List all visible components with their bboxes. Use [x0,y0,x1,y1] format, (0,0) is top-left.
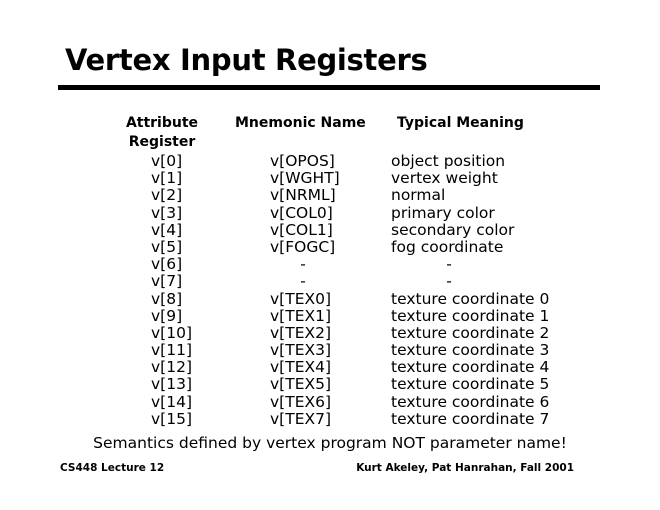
meaning-cell: texture coordinate 3 [391,341,550,360]
mnemonic-cell: v[OPOS] [270,152,335,170]
mnemonic-cell: v[TEX5] [270,375,332,394]
column-header-attribute-line1: Attribute [125,115,199,131]
table-row: v[7] - - [0,273,660,290]
column-header-mnemonic-name: Mnemonic Name [235,115,366,131]
meaning-cell: texture coordinate 4 [391,358,550,377]
meaning-cell: texture coordinate 5 [391,375,550,394]
mnemonic-cell: v[TEX0] [270,289,332,308]
mnemonic-cell: v[TEX2] [270,323,332,342]
mnemonic-cell: - [300,272,306,291]
slide-title: Vertex Input Registers [65,43,428,77]
mnemonic-cell: v[COL0] [270,203,333,222]
meaning-cell: texture coordinate 2 [391,323,550,342]
mnemonic-cell: v[COL1] [270,220,333,239]
table-row: v[11] v[TEX3] texture coordinate 3 [0,341,660,360]
register-cell: v[9] [151,306,183,325]
register-cell: v[0] [151,152,183,170]
table-row: v[10] v[TEX2] texture coordinate 2 [0,323,660,342]
meaning-cell: fog coordinate [391,237,504,256]
table-row: v[6] - - [0,255,660,274]
meaning-cell: vertex weight [391,169,498,188]
mnemonic-cell: v[NRML] [270,186,336,205]
register-cell: v[14] [151,392,192,411]
register-table: v[0] v[OPOS] object position v[1] v[WGHT] ver… [0,152,660,428]
mnemonic-cell: - [300,255,306,274]
table-row: v[1] v[WGHT] vertex weight [0,169,660,188]
mnemonic-cell: v[FOGC] [270,237,336,256]
table-row: v[9] v[TEX1] texture coordinate 1 [0,306,660,325]
meaning-cell: texture coordinate 1 [391,306,550,325]
meaning-cell: secondary color [391,220,515,239]
table-row: v[14] v[TEX6] texture coordinate 6 [0,392,660,411]
meaning-cell: normal [391,186,446,205]
table-row: v[3] v[COL0] primary color [0,203,660,222]
register-cell: v[6] [151,255,183,274]
table-row: v[0] v[OPOS] object position [0,152,660,170]
meaning-cell: texture coordinate 7 [391,409,550,428]
meaning-cell: object position [391,152,506,170]
mnemonic-cell: v[WGHT] [270,169,340,188]
semantics-note: Semantics defined by vertex program NOT … [93,434,567,452]
register-cell: v[1] [151,169,183,188]
column-header-attribute-register: Attribute Register [118,114,206,152]
table-row: v[15] v[TEX7] texture coordinate 7 [0,409,660,428]
column-header-typical-meaning: Typical Meaning [397,115,524,131]
meaning-cell: primary color [391,203,495,222]
register-cell: v[7] [151,272,183,291]
register-cell: v[15] [151,409,192,428]
meaning-cell: texture coordinate 6 [391,392,550,411]
meaning-cell: texture coordinate 0 [391,289,550,308]
footer-authors: Kurt Akeley, Pat Hanrahan, Fall 2001 [356,462,574,474]
table-row: v[5] v[FOGC] fog coordinate [0,237,660,256]
register-cell: v[4] [151,220,183,239]
register-cell: v[13] [151,375,192,394]
register-cell: v[2] [151,186,183,205]
table-row: v[13] v[TEX5] texture coordinate 5 [0,376,660,393]
mnemonic-cell: v[TEX4] [270,358,332,377]
table-row: v[4] v[COL1] secondary color [0,220,660,239]
mnemonic-cell: v[TEX7] [270,409,332,428]
table-row: v[2] v[NRML] normal [0,187,660,204]
table-row: v[12] v[TEX4] texture coordinate 4 [0,359,660,376]
footer-lecture: CS448 Lecture 12 [60,462,165,474]
mnemonic-cell: v[TEX3] [270,341,332,360]
register-cell: v[10] [151,323,192,342]
title-underline-rule [58,85,600,90]
register-cell: v[11] [151,341,192,360]
register-cell: v[5] [151,237,183,256]
register-cell: v[12] [151,358,192,377]
column-header-attribute-line2: Register [128,134,196,150]
mnemonic-cell: v[TEX6] [270,392,332,411]
mnemonic-cell: v[TEX1] [270,306,332,325]
meaning-cell: - [446,255,452,274]
register-cell: v[8] [151,289,183,308]
meaning-cell: - [446,272,452,291]
table-row: v[8] v[TEX0] texture coordinate 0 [0,289,660,308]
register-cell: v[3] [151,203,183,222]
